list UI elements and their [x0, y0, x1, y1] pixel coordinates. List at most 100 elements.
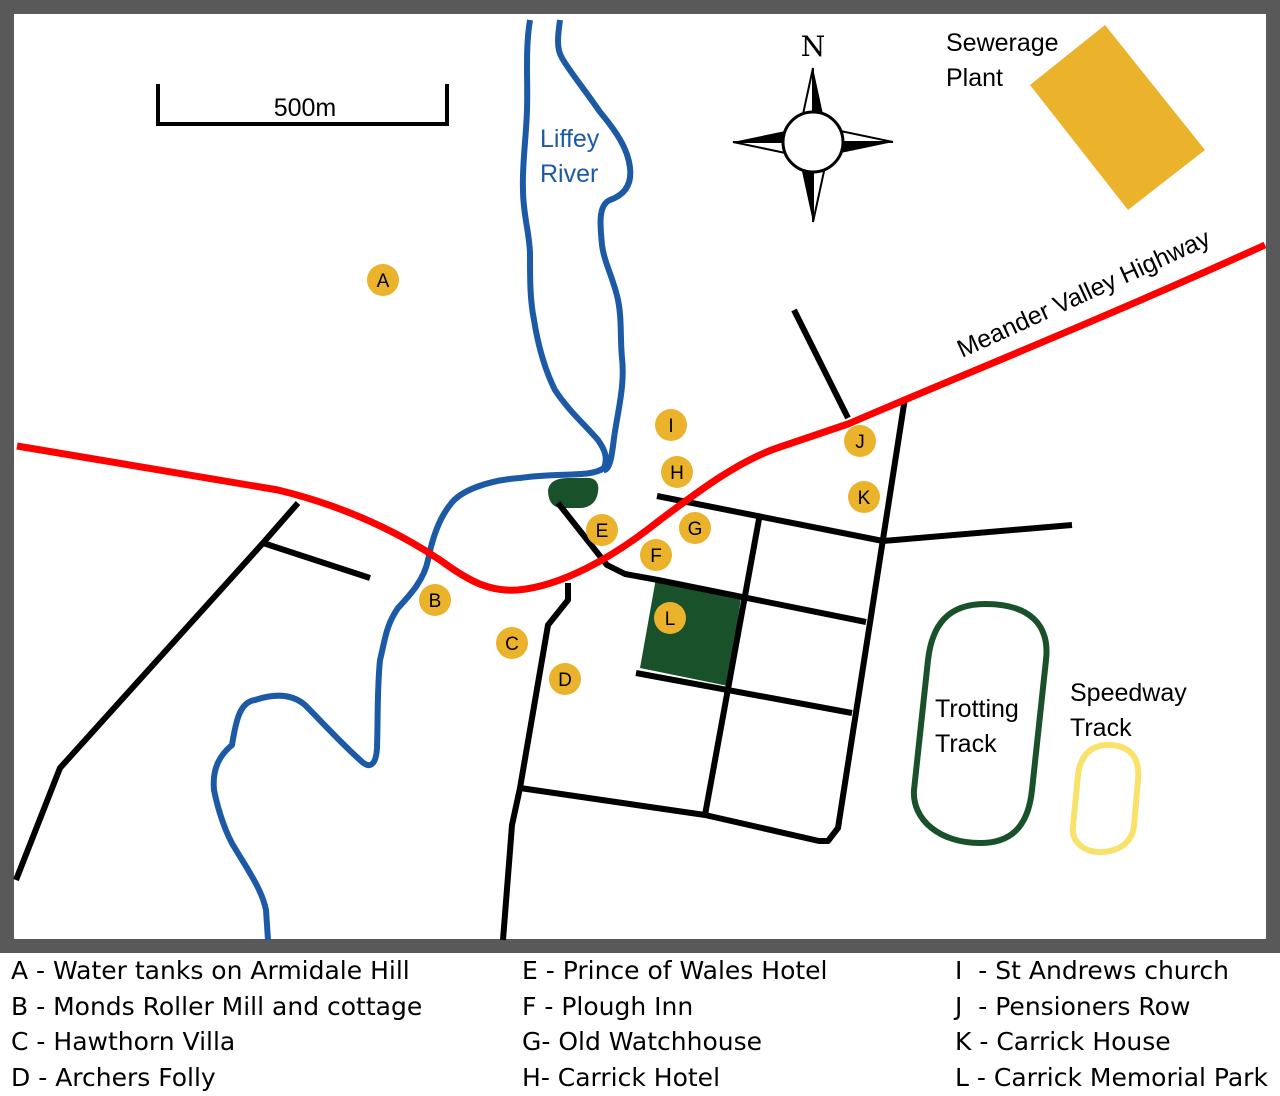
- speedway-label-line2: Track: [1070, 714, 1132, 742]
- legend-item-c: C - Hawthorn Villa: [11, 1024, 422, 1060]
- legend-key: E: [522, 956, 538, 985]
- street: [555, 501, 867, 625]
- trotting-label-line2: Track: [935, 730, 997, 758]
- legend-separator: -: [28, 956, 54, 985]
- legend-key: K: [955, 1027, 972, 1056]
- sewerage-plant-area: [1030, 25, 1205, 210]
- legend-key: C: [11, 1027, 29, 1056]
- marker-i[interactable]: I: [655, 409, 687, 441]
- legend-separator: -: [962, 991, 996, 1021]
- legend-separator: -: [968, 1062, 994, 1092]
- liffey-river-east-bank: [555, 19, 634, 473]
- pond-area: [548, 478, 599, 508]
- legend-key: H: [522, 1062, 541, 1092]
- legend-text: Carrick House: [996, 1027, 1171, 1056]
- svg-text:E: E: [596, 521, 609, 542]
- legend-separator: -: [962, 956, 996, 985]
- svg-text:H: H: [670, 463, 684, 484]
- legend-column-2: E - Prince of Wales Hotel F - Plough Inn…: [522, 953, 828, 1095]
- svg-text:A: A: [377, 271, 390, 292]
- legend-item-a: A - Water tanks on Armidale Hill: [11, 953, 422, 989]
- legend-column-3: I - St Andrews church J - Pensioners Row…: [955, 953, 1268, 1095]
- legend-separator: -: [28, 991, 54, 1021]
- legend-key: I: [955, 956, 963, 985]
- marker-l[interactable]: L: [654, 602, 686, 634]
- svg-text:J: J: [855, 432, 865, 453]
- legend-item-d: D - Archers Folly: [11, 1060, 422, 1096]
- meander-valley-highway: [16, 241, 1267, 594]
- marker-a[interactable]: A: [367, 264, 399, 296]
- marker-e[interactable]: E: [586, 514, 618, 546]
- legend-separator: -: [971, 1027, 997, 1056]
- legend-key: B: [11, 991, 29, 1021]
- marker-d[interactable]: D: [549, 663, 581, 695]
- legend-separator: -: [537, 956, 563, 985]
- street: [635, 670, 853, 716]
- svg-text:C: C: [505, 634, 519, 655]
- legend-key: L: [955, 1062, 969, 1092]
- street: [500, 583, 571, 941]
- legend-item-i: I - St Andrews church: [955, 953, 1268, 989]
- legend-text: Old Watchhouse: [558, 1027, 763, 1056]
- legend-text: Hawthorn Villa: [53, 1027, 236, 1056]
- marker-c[interactable]: C: [496, 627, 528, 659]
- north-arrow-compass: [732, 67, 894, 223]
- street: [702, 518, 762, 816]
- legend-item-k: K - Carrick House: [955, 1024, 1268, 1060]
- marker-b[interactable]: B: [419, 584, 451, 616]
- marker-h[interactable]: H: [661, 456, 693, 488]
- scale-bar-label: 500m: [274, 94, 337, 122]
- legend-text: Water tanks on Armidale Hill: [53, 956, 410, 985]
- street: [791, 308, 851, 420]
- legend-key: F: [522, 991, 537, 1021]
- legend-key: G: [522, 1027, 542, 1056]
- legend-separator: -: [541, 1027, 559, 1056]
- street: [262, 540, 371, 581]
- svg-text:G: G: [688, 519, 703, 540]
- legend-separator: -: [536, 991, 562, 1021]
- street: [656, 493, 1073, 544]
- legend-key: J: [955, 991, 963, 1021]
- marker-k[interactable]: K: [848, 481, 880, 513]
- legend-text: St Andrews church: [995, 956, 1229, 985]
- sewerage-label-line1: Sewerage: [946, 29, 1059, 57]
- legend-text: Archers Folly: [55, 1062, 216, 1092]
- street: [13, 501, 301, 882]
- legend-key: D: [11, 1062, 31, 1092]
- legend-key: A: [11, 956, 29, 985]
- marker-j[interactable]: J: [844, 425, 876, 457]
- streets: [13, 308, 1073, 941]
- legend-item-j: J - Pensioners Row: [955, 989, 1268, 1025]
- legend-text: Plough Inn: [561, 991, 694, 1021]
- svg-text:D: D: [558, 670, 572, 691]
- legend-item-l: L - Carrick Memorial Park: [955, 1060, 1268, 1096]
- legend-text: Monds Roller Mill and cottage: [53, 991, 423, 1021]
- svg-text:I: I: [668, 416, 673, 437]
- legend-item-f: F - Plough Inn: [522, 989, 828, 1025]
- marker-g[interactable]: G: [679, 512, 711, 544]
- legend-text: Prince of Wales Hotel: [562, 956, 828, 985]
- legend-text: Carrick Memorial Park: [993, 1062, 1268, 1092]
- speedway-track: [1069, 741, 1142, 856]
- legend-separator: -: [540, 1062, 558, 1092]
- trotting-label-line1: Trotting: [935, 695, 1019, 723]
- marker-f[interactable]: F: [640, 539, 672, 571]
- street: [519, 397, 908, 844]
- speedway-label-line1: Speedway: [1070, 679, 1187, 707]
- legend-item-h: H- Carrick Hotel: [522, 1060, 828, 1096]
- legend-item-e: E - Prince of Wales Hotel: [522, 953, 828, 989]
- river-label-line2: River: [540, 160, 598, 188]
- svg-text:B: B: [429, 591, 442, 612]
- scale-bar: [156, 84, 449, 126]
- legend-item-g: G- Old Watchhouse: [522, 1024, 828, 1060]
- legend-separator: -: [30, 1062, 56, 1092]
- svg-text:K: K: [858, 488, 871, 509]
- legend-separator: -: [28, 1027, 54, 1056]
- legend-item-b: B - Monds Roller Mill and cottage: [11, 989, 422, 1025]
- north-label: N: [801, 30, 826, 63]
- legend-text: Carrick Hotel: [557, 1062, 721, 1092]
- map-canvas: 500m N Liffey River Sewerage Plant Trott…: [0, 0, 1280, 953]
- svg-text:L: L: [665, 609, 676, 630]
- sewerage-label-line2: Plant: [946, 64, 1003, 92]
- legend-column-1: A - Water tanks on Armidale Hill B - Mon…: [11, 953, 422, 1095]
